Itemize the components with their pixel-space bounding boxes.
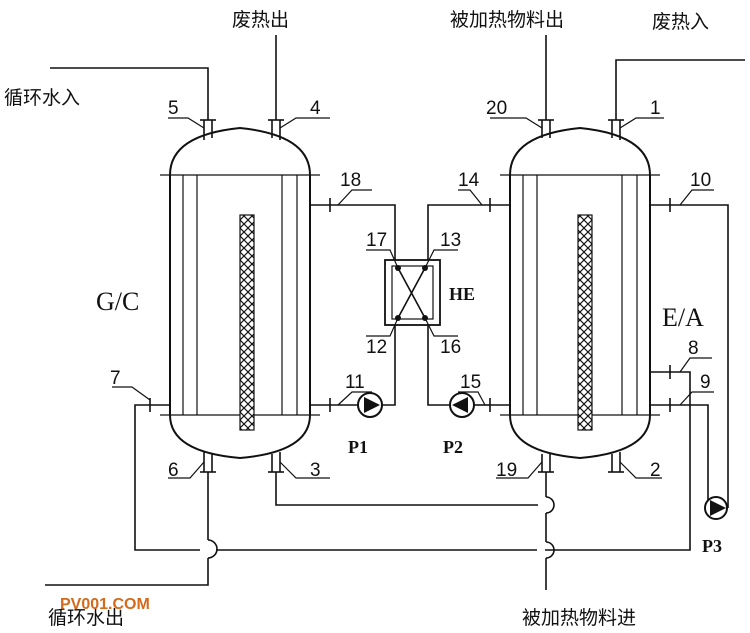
pump-p3 [704,496,728,520]
port-label-14: 14 [458,170,480,191]
vessel-gc-label: G/C [96,287,139,316]
watermark: PV001.COM [60,596,150,613]
port-label-3: 3 [310,460,321,481]
port-label-7: 7 [110,368,121,389]
port-label-11: 11 [345,372,365,393]
port-label-17: 17 [366,230,387,251]
port-label-19: 19 [496,460,517,481]
vessel-gc [160,126,320,460]
port-label-4: 4 [310,98,321,119]
heated-material-out-label: 被加热物料出 [450,9,564,31]
pump-p2-label: P2 [443,437,463,457]
port-label-9: 9 [700,372,711,393]
port-label-15: 15 [460,372,481,393]
port-label-2: 2 [650,460,661,481]
circ-water-in-label: 循环水入 [4,87,80,109]
port-label-16: 16 [440,337,461,358]
vessel-ea-label: E/A [662,303,704,332]
port-label-12: 12 [366,337,387,358]
port-label-10: 10 [690,170,711,191]
port-label-13: 13 [440,230,461,251]
waste-heat-out-label: 废热出 [232,9,289,31]
left-piping [45,35,538,586]
adsorbent-bed-left [239,214,255,431]
heated-material-in-label: 被加热物料进 [522,607,636,629]
pump-p1 [357,392,383,418]
port-label-5: 5 [168,98,179,119]
vessel-ea [500,126,660,460]
heat-exchanger [384,259,441,326]
pump-p3-label: P3 [702,536,722,556]
pump-p2 [449,392,475,418]
port-label-18: 18 [340,170,361,191]
leader-lines [112,117,714,479]
port-label-8: 8 [688,338,699,359]
port-label-1: 1 [650,98,661,119]
heat-exchanger-label: HE [449,284,475,304]
port-label-20: 20 [486,98,507,119]
waste-heat-in-label: 废热入 [652,11,709,33]
adsorbent-bed-right [577,214,593,431]
pump-p1-label: P1 [348,437,368,457]
circ-water-out-label: 循环水出 [48,607,124,629]
port-label-6: 6 [168,460,179,481]
